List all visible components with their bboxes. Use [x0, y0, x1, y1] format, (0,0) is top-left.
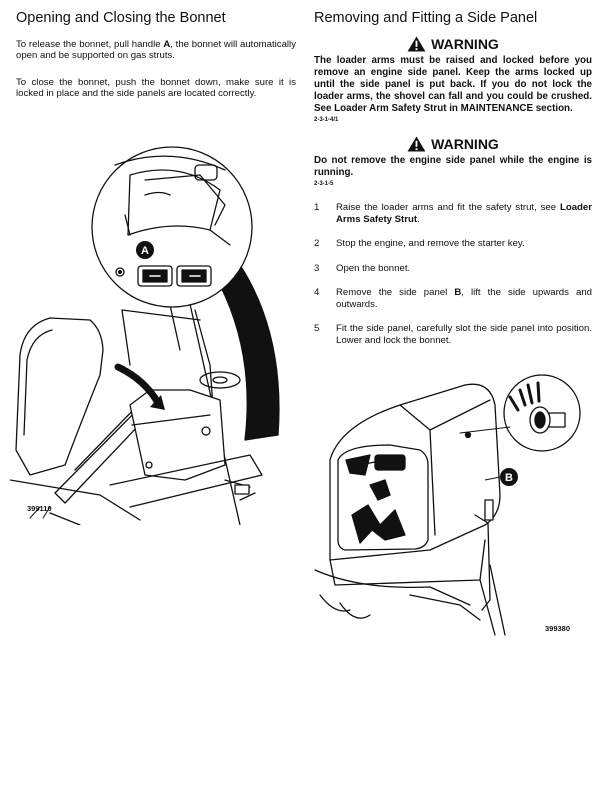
bonnet-heading: Opening and Closing the Bonnet	[16, 10, 226, 26]
step-number: 4	[314, 287, 320, 298]
figure-number-left: 399110	[27, 504, 52, 513]
handle-label: A	[163, 39, 171, 50]
bonnet-close-paragraph: To close the bonnet, push the bonnet dow…	[16, 77, 296, 100]
warning-triangle-icon	[407, 36, 426, 52]
warning-title-1: WARNING	[431, 36, 499, 52]
step-text-part: , lift the side upwards and outwards.	[336, 287, 592, 310]
step-text-part: Remove the side panel	[336, 287, 455, 298]
warning-block-2: WARNING Do not remove the engine side pa…	[314, 136, 592, 187]
warning-triangle-icon	[407, 136, 426, 152]
release-text-1: To release the bonnet, pull handle	[16, 39, 164, 50]
bonnet-release-paragraph: To release the bonnet, pull handle A, th…	[16, 39, 296, 61]
step-3: 3 Open the bonnet.	[314, 263, 592, 275]
figure-number-right: 399380	[545, 624, 571, 633]
warning-heading-2: WARNING	[314, 136, 592, 152]
callout-b: B	[505, 472, 513, 484]
warning-code-1: 2-3-1-4/1	[314, 117, 339, 123]
step-number: 5	[314, 323, 320, 334]
step-text-bold: B	[454, 287, 462, 298]
step-text: Remove the side panel B, lift the side u…	[336, 287, 592, 310]
step-text: Open the bonnet.	[336, 263, 411, 274]
step-text-part: Raise the loader arms and fit the safety…	[336, 202, 560, 213]
step-4: 4 Remove the side panel B, lift the side…	[314, 287, 592, 310]
warning-title-2: WARNING	[431, 136, 499, 152]
step-text-part: .	[417, 213, 420, 225]
warning-text-1: The loader arms must be raised and locke…	[314, 55, 592, 114]
side-panel-heading: Removing and Fitting a Side Panel	[314, 10, 538, 26]
release-text-2: , the bonnet will automatically open and…	[16, 39, 296, 62]
step-1: 1 Raise the loader arms and fit the safe…	[314, 202, 592, 225]
step-text: Raise the loader arms and fit the safety…	[336, 202, 592, 225]
step-5: 5 Fit the side panel, carefully slot the…	[314, 323, 592, 346]
warning-code-2: 2-3-1-5	[314, 181, 334, 187]
warning-block-1: WARNING The loader arms must be raised a…	[314, 36, 592, 123]
bonnet-handle-figure: A 399110	[9, 135, 305, 526]
callout-a: A	[141, 245, 149, 257]
bonnet-handle-illustration: A	[9, 146, 280, 526]
step-text: Stop the engine, and remove the starter …	[336, 238, 525, 249]
step-text-bold: Loader Arms Safety Strut	[336, 202, 592, 225]
step-text: Fit the side panel, carefully slot the s…	[336, 323, 592, 346]
warning-heading-1: WARNING	[314, 36, 592, 52]
step-number: 2	[314, 238, 320, 249]
side-panel-figure: B 399380	[310, 365, 600, 640]
step-2: 2 Stop the engine, and remove the starte…	[314, 238, 592, 250]
step-number: 3	[314, 263, 320, 274]
warning-text-2: Do not remove the engine side panel whil…	[314, 155, 592, 178]
step-number: 1	[314, 202, 320, 213]
side-panel-illustration: B	[314, 374, 581, 636]
